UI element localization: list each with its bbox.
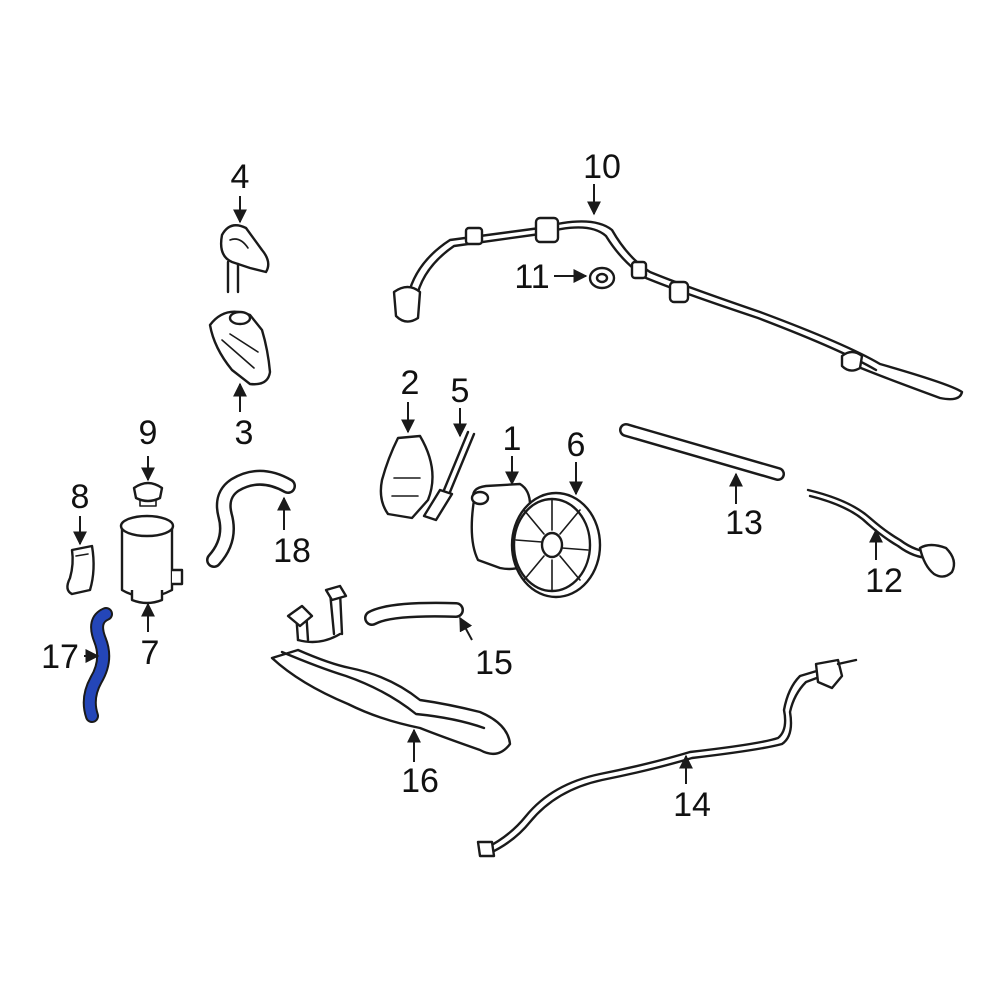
- part-9-cap[interactable]: [132, 481, 164, 507]
- callout-18: 18: [273, 532, 311, 570]
- callout-17: 17: [41, 638, 79, 676]
- callout-7: 7: [141, 634, 160, 672]
- part-15-hose[interactable]: [364, 601, 464, 626]
- part-13-hose[interactable]: [619, 423, 785, 481]
- part-5-bolt[interactable]: [422, 430, 476, 522]
- callout-2: 2: [401, 364, 420, 402]
- part-12-line[interactable]: [806, 488, 956, 578]
- part-16-return-line[interactable]: [270, 584, 512, 756]
- callout-11: 11: [514, 258, 549, 296]
- part-10-pressure-hose[interactable]: [392, 216, 964, 401]
- part-17-hose-highlighted[interactable]: [82, 607, 113, 723]
- callout-1: 1: [503, 420, 522, 458]
- callout-16: 16: [401, 762, 439, 800]
- callout-13: 13: [725, 504, 763, 542]
- callout-10: 10: [583, 148, 621, 186]
- callout-12: 12: [865, 562, 903, 600]
- part-3-bracket[interactable]: [208, 310, 272, 386]
- part-18-hose[interactable]: [206, 469, 296, 568]
- callout-8: 8: [71, 478, 90, 516]
- part-11-fitting[interactable]: [588, 266, 616, 290]
- callout-3: 3: [235, 414, 254, 452]
- part-4-cap[interactable]: [219, 224, 270, 294]
- callout-15: 15: [475, 644, 513, 682]
- part-8-bracket[interactable]: [66, 544, 95, 596]
- part-2-bracket[interactable]: [379, 434, 434, 520]
- part-6-pulley[interactable]: [510, 491, 602, 599]
- callout-6: 6: [567, 426, 586, 464]
- part-14-hose-line[interactable]: [476, 658, 858, 858]
- leader-15: [459, 616, 473, 641]
- callout-4: 4: [231, 158, 250, 196]
- leader-lines: [73, 184, 883, 784]
- callout-labels: 4 3 9 8 7 17 18 2 5 1 6 10 11 13 12 15 1…: [41, 148, 903, 824]
- part-7-reservoir[interactable]: [119, 514, 184, 605]
- callout-14: 14: [673, 786, 711, 824]
- callout-5: 5: [451, 372, 470, 410]
- callout-9: 9: [139, 414, 158, 452]
